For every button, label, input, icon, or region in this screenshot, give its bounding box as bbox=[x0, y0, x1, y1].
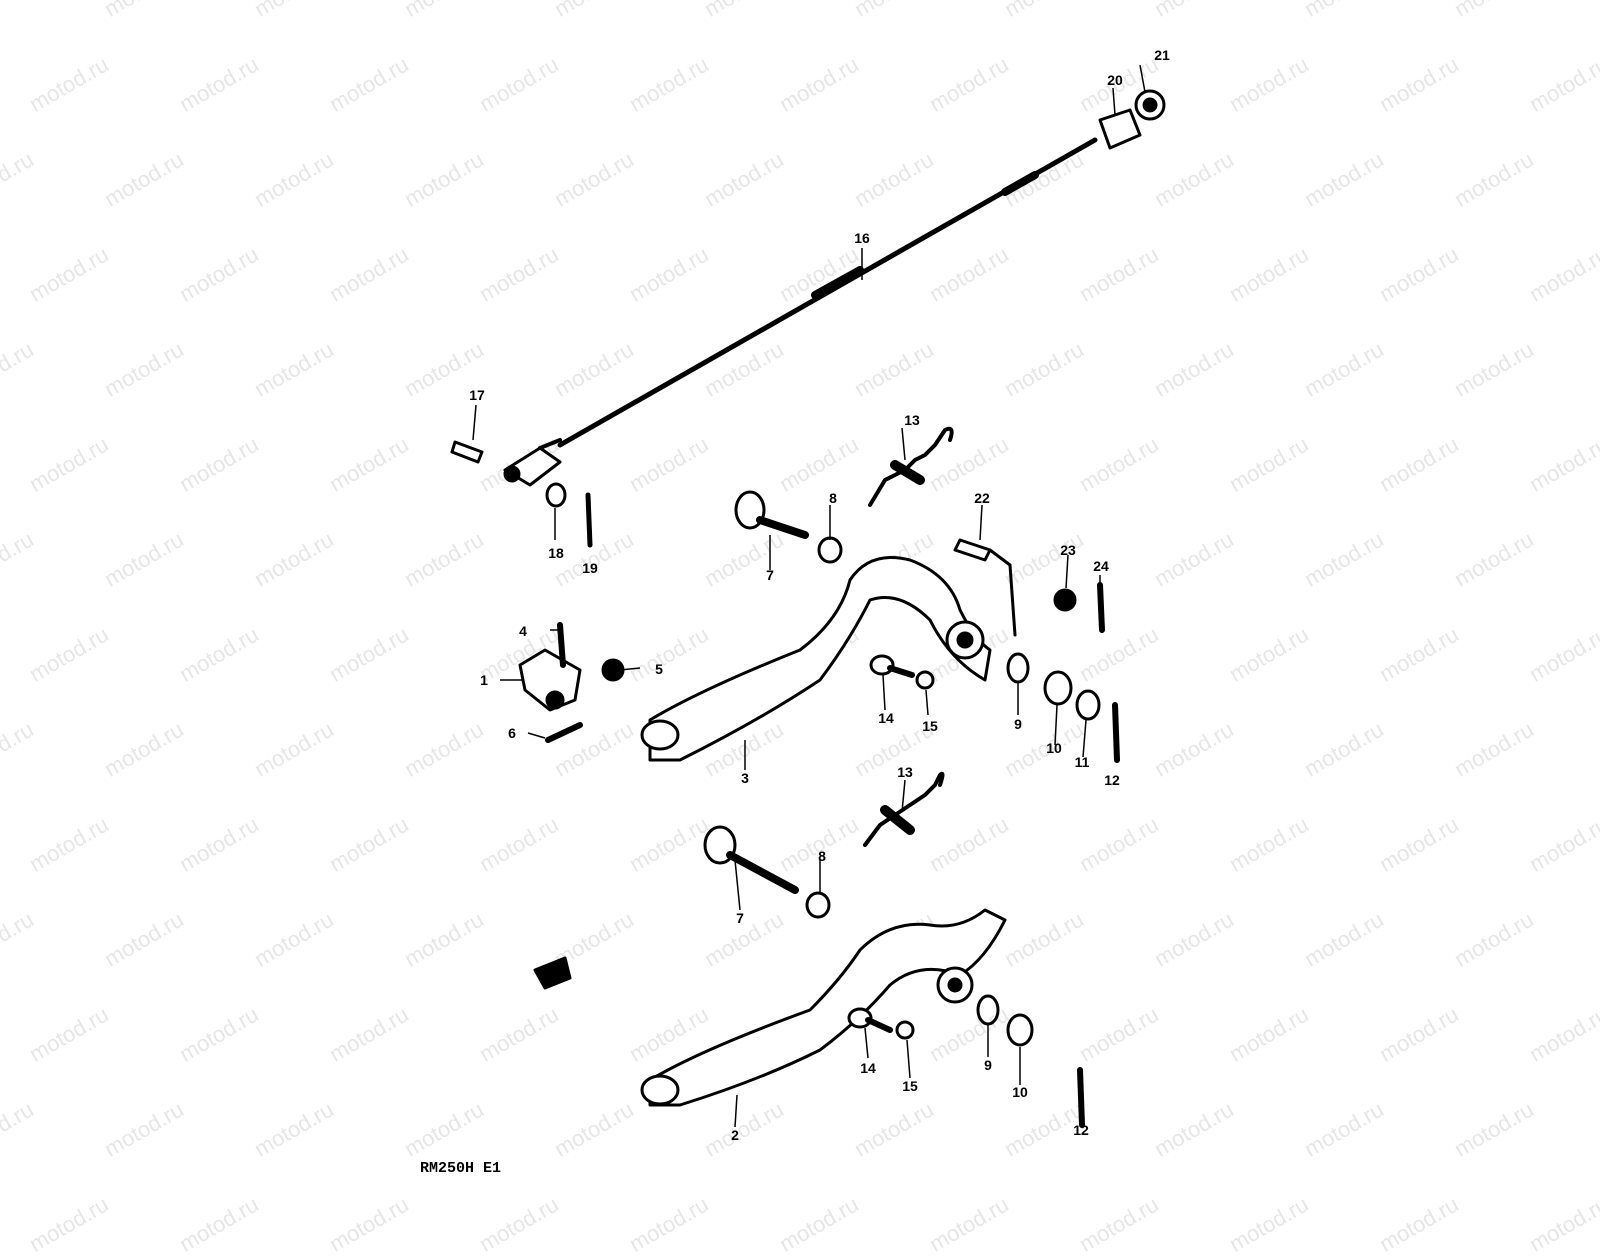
leader-lines bbox=[472, 64, 1146, 1128]
cotter-pin-12-lower bbox=[1077, 1067, 1085, 1128]
brake-pedal-2 bbox=[640, 908, 1007, 1107]
part-label-14-upper: 14 bbox=[878, 710, 894, 726]
return-spring-13-lower bbox=[863, 771, 945, 847]
part-label-23: 23 bbox=[1060, 542, 1076, 558]
watermark-text: motod.ru bbox=[1225, 1191, 1313, 1257]
part-label-5: 5 bbox=[655, 661, 663, 677]
part-label-8-upper: 8 bbox=[829, 490, 837, 506]
watermark-text: motod.ru bbox=[25, 1191, 113, 1257]
part-label-13-upper: 13 bbox=[904, 412, 920, 428]
part-label-11-upper: 11 bbox=[1074, 754, 1090, 770]
part-label-4: 4 bbox=[519, 623, 527, 639]
part-label-24: 24 bbox=[1093, 558, 1109, 574]
watermark-text: motod.ru bbox=[1075, 1191, 1163, 1257]
part-label-3: 3 bbox=[741, 770, 749, 786]
washer-9-lower bbox=[976, 994, 1000, 1026]
part-label-20: 20 bbox=[1107, 72, 1123, 88]
part-label-12-lower: 12 bbox=[1073, 1122, 1089, 1138]
watermark-text: motod.ru bbox=[925, 1191, 1013, 1257]
part-label-13-lower: 13 bbox=[897, 764, 913, 780]
o-ring-8-lower bbox=[805, 891, 831, 919]
part-label-7-lower: 7 bbox=[736, 910, 744, 926]
cable-clevis bbox=[503, 438, 562, 487]
brake-cable bbox=[557, 137, 1098, 448]
part-label-15-lower: 15 bbox=[902, 1078, 918, 1094]
part-label-6: 6 bbox=[508, 725, 516, 741]
part-label-2: 2 bbox=[731, 1127, 739, 1143]
washer-23 bbox=[1053, 588, 1077, 612]
part-label-14-lower: 14 bbox=[860, 1060, 876, 1076]
pin-22 bbox=[953, 538, 1017, 637]
part-label-22: 22 bbox=[974, 490, 990, 506]
part-label-15-upper: 15 bbox=[922, 718, 938, 734]
clevis-pin-14-upper bbox=[869, 654, 915, 678]
part-label-16: 16 bbox=[854, 230, 870, 246]
cotter-pin-19 bbox=[585, 492, 593, 548]
part-label-10-lower: 10 bbox=[1012, 1084, 1028, 1100]
stopper-part bbox=[533, 956, 572, 990]
washer-10-upper bbox=[1043, 670, 1073, 706]
watermark-text: motod.ru bbox=[475, 1191, 563, 1257]
watermark-text: motod.ru bbox=[1375, 1191, 1463, 1257]
bolt-4 bbox=[557, 622, 566, 668]
part-label-9-lower: 9 bbox=[984, 1057, 992, 1073]
part-label-12-upper: 12 bbox=[1104, 772, 1120, 788]
bolt-6 bbox=[545, 722, 583, 743]
watermark-text: motod.ru bbox=[1525, 1191, 1600, 1257]
washer-10-lower bbox=[1006, 1013, 1034, 1047]
cable-adjuster-20 bbox=[1098, 108, 1142, 150]
o-ring-8-upper bbox=[817, 536, 843, 564]
clevis-pin-14-lower bbox=[847, 1007, 893, 1033]
part-label-19: 19 bbox=[582, 560, 598, 576]
cotter-pin-24 bbox=[1097, 582, 1105, 633]
pivot-bolt-7-upper bbox=[734, 490, 809, 539]
clevis-pin-17 bbox=[450, 440, 484, 464]
part-label-18: 18 bbox=[548, 545, 564, 561]
watermark-text: motod.ru bbox=[775, 1191, 863, 1257]
model-code: RM250H E1 bbox=[420, 1160, 502, 1177]
pivot-bolt-7-lower bbox=[703, 825, 799, 894]
part-label-9-upper: 9 bbox=[1014, 716, 1022, 732]
brake-pedal-3 bbox=[640, 556, 992, 762]
bracket-1 bbox=[518, 648, 582, 712]
washer-11-upper bbox=[1075, 689, 1101, 721]
watermark-text: motod.ru bbox=[625, 1191, 713, 1257]
parts-diagram bbox=[450, 64, 1166, 1128]
adjuster-nut-21 bbox=[1134, 89, 1166, 121]
watermark-text: motod.ru bbox=[175, 1191, 263, 1257]
part-label-7-upper: 7 bbox=[766, 567, 774, 583]
part-label-21: 21 bbox=[1154, 47, 1170, 63]
washer-15-lower bbox=[895, 1020, 915, 1040]
washer-18 bbox=[545, 482, 567, 508]
watermark-text: motod.ru bbox=[325, 1191, 413, 1257]
part-label-1: 1 bbox=[480, 672, 488, 688]
return-spring-13-upper bbox=[868, 426, 954, 507]
part-label-17: 17 bbox=[469, 387, 485, 403]
part-label-8-lower: 8 bbox=[818, 848, 826, 864]
part-label-10-upper: 10 bbox=[1046, 740, 1062, 756]
cotter-pin-12-upper bbox=[1112, 702, 1120, 763]
washer-9-upper bbox=[1006, 652, 1030, 684]
washer-15-upper bbox=[915, 670, 935, 690]
